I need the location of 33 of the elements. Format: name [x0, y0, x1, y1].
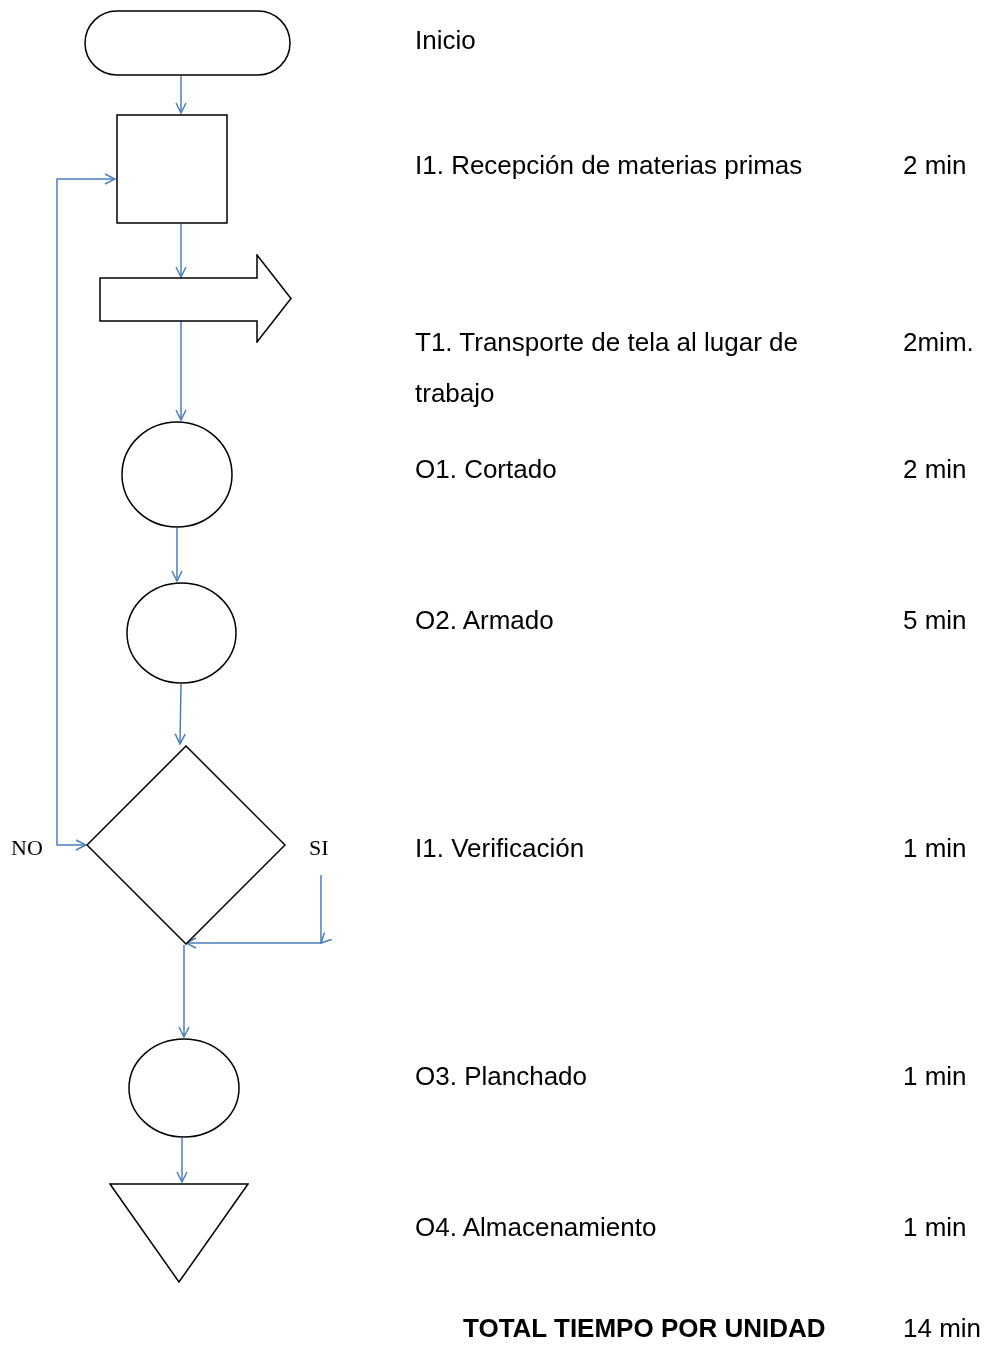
arrow — [175, 223, 187, 278]
time-label: 1 min — [903, 1060, 967, 1092]
time-label: 1 min — [903, 1211, 967, 1243]
step-label: I1. Recepción de materias primas — [415, 149, 803, 182]
step-label: O2. Armado — [415, 604, 554, 637]
time-label: 2 min — [903, 453, 967, 485]
step-label: T1. Transporte de tela al lugar de trabajo — [415, 326, 799, 410]
box-symbol — [116, 114, 228, 224]
total-label: TOTAL TIEMPO POR UNIDAD — [463, 1312, 826, 1344]
arrow — [171, 527, 183, 582]
arrow — [56, 173, 116, 851]
arrow-symbol — [99, 254, 292, 343]
time-label: 2 min — [903, 149, 967, 181]
circle-symbol — [121, 421, 233, 528]
circle-symbol — [126, 582, 237, 684]
diamond-symbol — [86, 745, 286, 945]
circle-symbol — [128, 1038, 240, 1138]
step-label: I1. Verificación — [415, 832, 585, 865]
arrow — [174, 683, 186, 745]
arrow — [175, 320, 187, 421]
time-label: 2mim. — [903, 326, 974, 358]
time-label: 14 min — [903, 1312, 982, 1344]
arrow — [176, 1137, 188, 1183]
step-label: O1. Cortado — [415, 453, 557, 486]
time-label: 5 min — [903, 604, 967, 636]
arrow — [178, 944, 190, 1038]
arrow — [185, 874, 332, 949]
triangle-symbol — [109, 1183, 249, 1283]
time-label: 1 min — [903, 832, 967, 864]
step-label: O4. Almacenamiento — [415, 1211, 657, 1244]
step-label: Inicio — [415, 24, 476, 57]
step-label: O3. Planchado — [415, 1060, 587, 1093]
arrow — [175, 75, 187, 114]
